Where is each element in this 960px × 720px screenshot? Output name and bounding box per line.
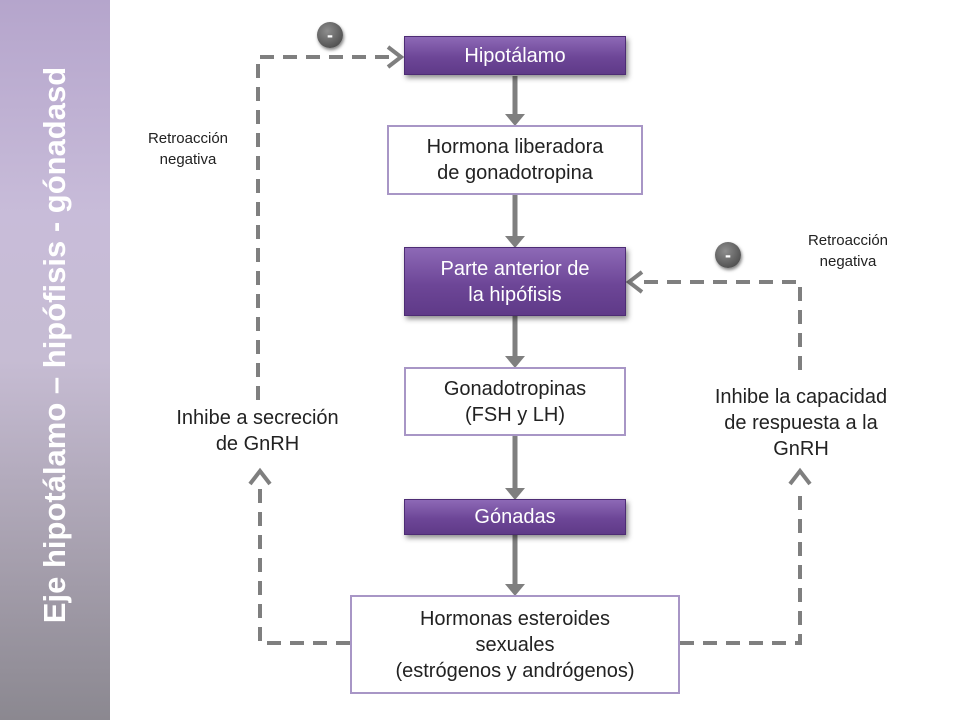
left-loop-arrowhead-right [386, 45, 405, 69]
left-effect-label: Inhibe a secreción de GnRH [176, 407, 339, 455]
box-gonadotropinas: Gonadotropinas (FSH y LH) [404, 367, 626, 436]
box-hipotalamo: Hipotálamo [404, 36, 626, 75]
right-loop-bottom [680, 488, 802, 645]
box-esteroides: Hormonas esteroides sexuales (estrógenos… [350, 595, 680, 694]
sidebar: Eje hipotálamo – hipófisis - gónadasd [0, 0, 110, 720]
right-minus-icon: - [715, 242, 741, 268]
box-gonadas: Gónadas [404, 499, 626, 535]
right-loop-top [640, 280, 802, 370]
box-gnrh: Hormona liberadora de gonadotropina [387, 125, 643, 195]
right-loop-arrowhead-up [788, 467, 812, 486]
right-feedback-label: Retroacción negativa [807, 232, 889, 270]
right-loop-arrowhead-left [625, 270, 644, 294]
left-minus-icon: - [317, 22, 343, 48]
left-loop-bottom [258, 488, 350, 645]
box-hipofisis: Parte anterior de la hipófisis [404, 247, 626, 316]
left-feedback-label: Retroacción negativa [147, 130, 229, 168]
left-loop-arrowhead-up [248, 467, 272, 486]
right-effect-label: Inhibe la capacidad de respuesta a la Gn… [714, 386, 888, 460]
left-loop-top [256, 55, 392, 400]
